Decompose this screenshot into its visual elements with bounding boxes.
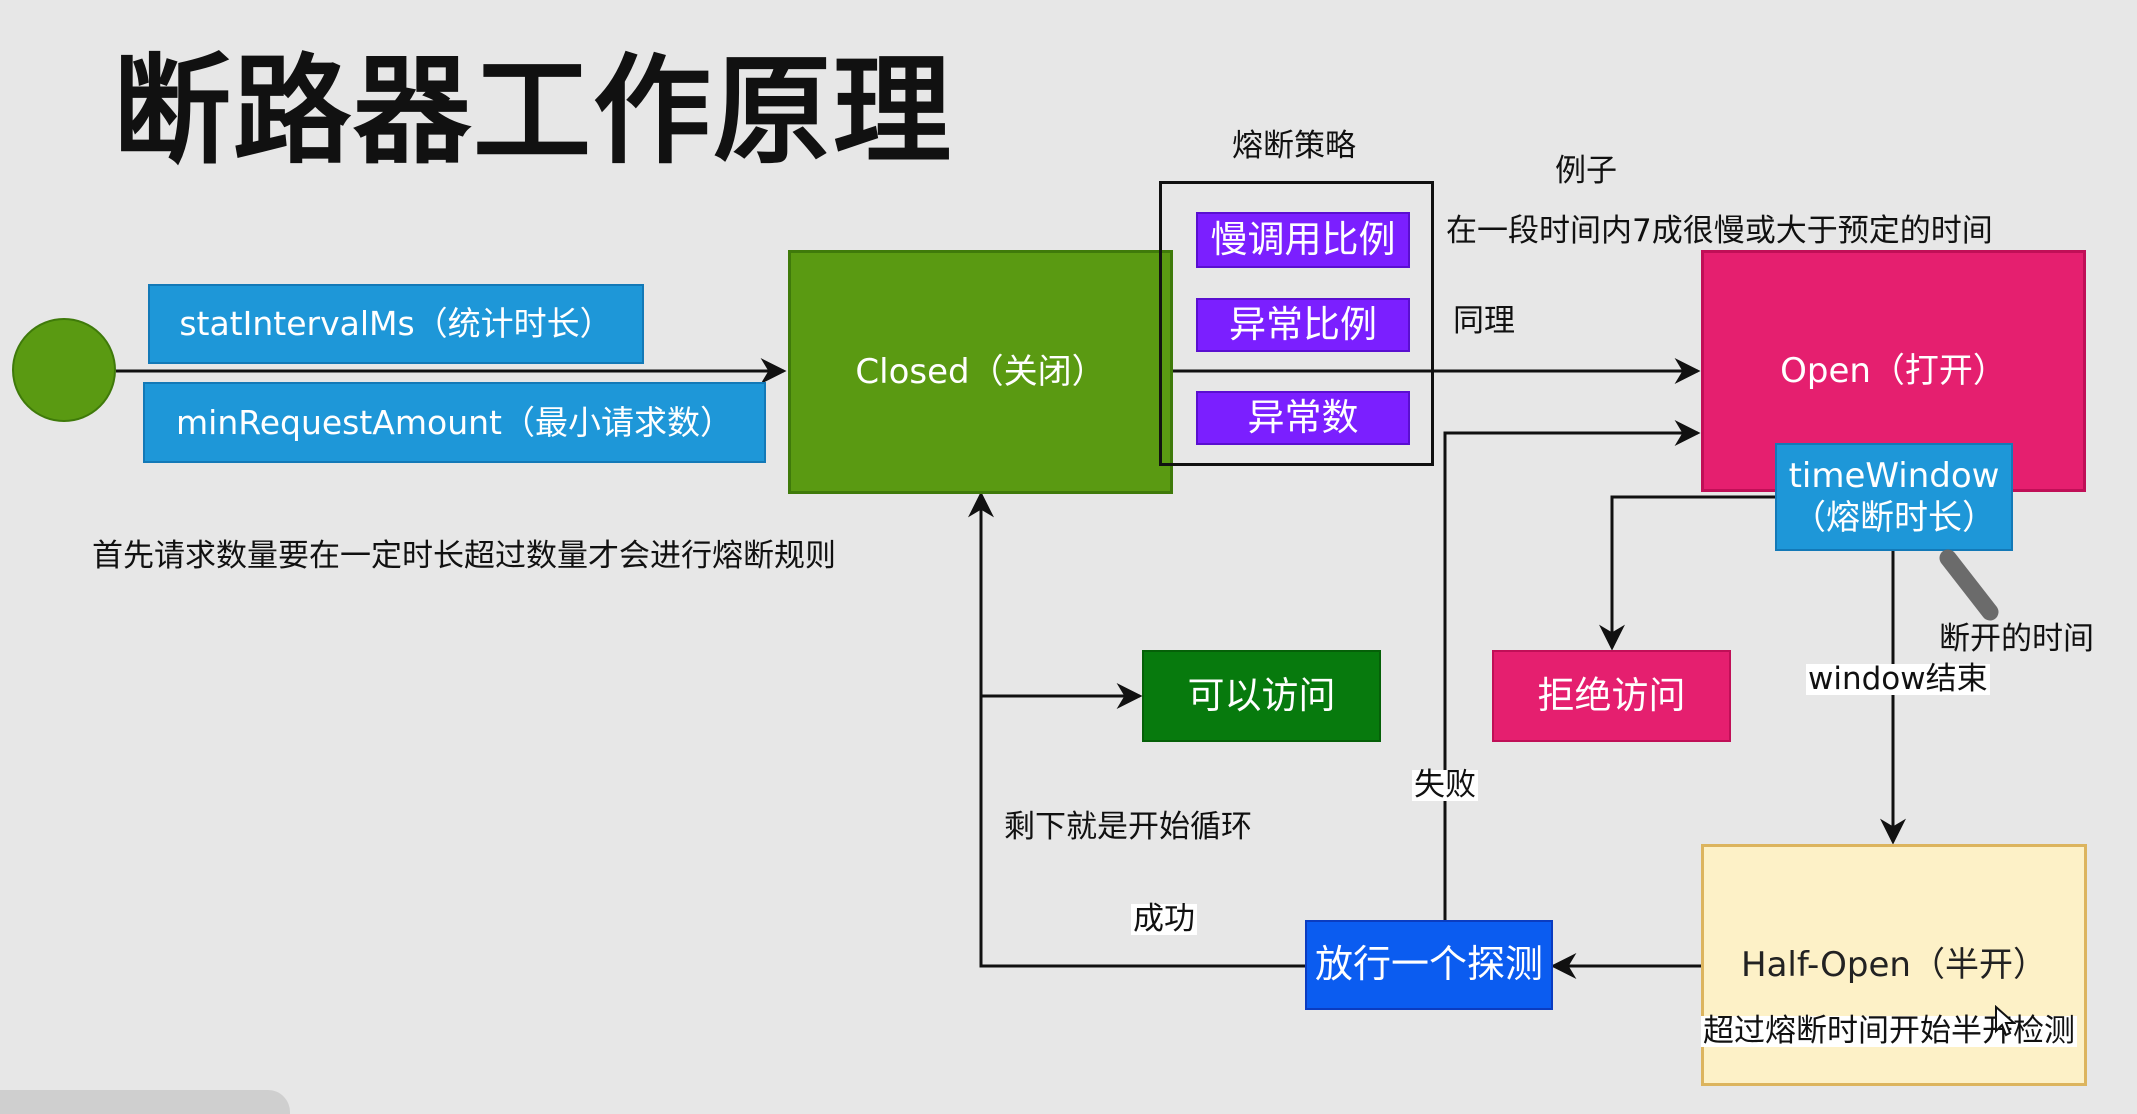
window-end-label: window结束	[1806, 661, 1990, 697]
time-window-subtitle: （熔断时长）	[1792, 498, 1996, 538]
deny-access-label: 拒绝访问	[1537, 673, 1686, 717]
examples-heading: 例子	[1555, 153, 1617, 189]
strategy-exception-ratio-label: 异常比例	[1229, 302, 1377, 346]
start-node	[12, 318, 116, 422]
edge-open-to-deny	[1599, 495, 1775, 651]
pen-stroke-mark	[1939, 549, 1999, 621]
failure-label: 失败	[1412, 767, 1478, 803]
probe-box: 放行一个探测	[1305, 920, 1553, 1010]
edge-probe-failure-to-open	[1443, 420, 1701, 920]
page-title: 断路器工作原理	[113, 42, 954, 180]
mouse-cursor-icon	[1995, 1005, 2016, 1037]
half-open-state-label: Half-Open（半开）	[1741, 944, 2047, 985]
strategy-slow-call-label: 慢调用比例	[1210, 217, 1396, 261]
disconnect-time-note: 断开的时间	[1939, 621, 2094, 657]
strategy-exception-ratio: 异常比例	[1196, 298, 1410, 352]
remaining-cycle-note: 剩下就是开始循环	[1004, 809, 1252, 845]
stat-interval-label: statIntervalMs（统计时长）	[179, 304, 613, 344]
open-state-label: Open（打开）	[1780, 350, 2007, 391]
closed-state-label: Closed（关闭）	[855, 351, 1106, 392]
edge-probe-success-to-closed	[968, 491, 1305, 968]
strategy-frame	[1159, 181, 1434, 466]
min-request-box: minRequestAmount（最小请求数）	[143, 382, 766, 463]
time-window-box: timeWindow （熔断时长）	[1775, 443, 2013, 551]
min-request-label: minRequestAmount（最小请求数）	[176, 402, 733, 442]
strategy-exception-count-label: 异常数	[1247, 395, 1359, 439]
probe-label: 放行一个探测	[1314, 942, 1543, 987]
success-label: 成功	[1131, 901, 1197, 937]
first-request-note: 首先请求数量要在一定时长超过数量才会进行熔断规则	[92, 538, 836, 574]
half-open-state: Half-Open（半开）	[1701, 844, 2087, 1086]
deny-access-box: 拒绝访问	[1492, 650, 1731, 742]
half-open-note: 超过熔断时间开始半开检测	[1701, 1013, 2077, 1049]
strategy-exception-count: 异常数	[1196, 391, 1410, 445]
strategy-slow-call: 慢调用比例	[1196, 212, 1410, 268]
bottom-corner-bar	[0, 1090, 290, 1114]
time-window-title: timeWindow	[1788, 455, 2000, 496]
stat-interval-box: statIntervalMs（统计时长）	[148, 284, 644, 364]
allow-access-box: 可以访问	[1142, 650, 1381, 742]
example-slow-call-text: 在一段时间内7成很慢或大于预定的时间	[1446, 213, 1993, 249]
example-same-text: 同理	[1453, 303, 1515, 339]
allow-access-label: 可以访问	[1187, 673, 1336, 717]
strategy-heading: 熔断策略	[1232, 128, 1356, 164]
closed-state: Closed（关闭）	[788, 250, 1173, 494]
